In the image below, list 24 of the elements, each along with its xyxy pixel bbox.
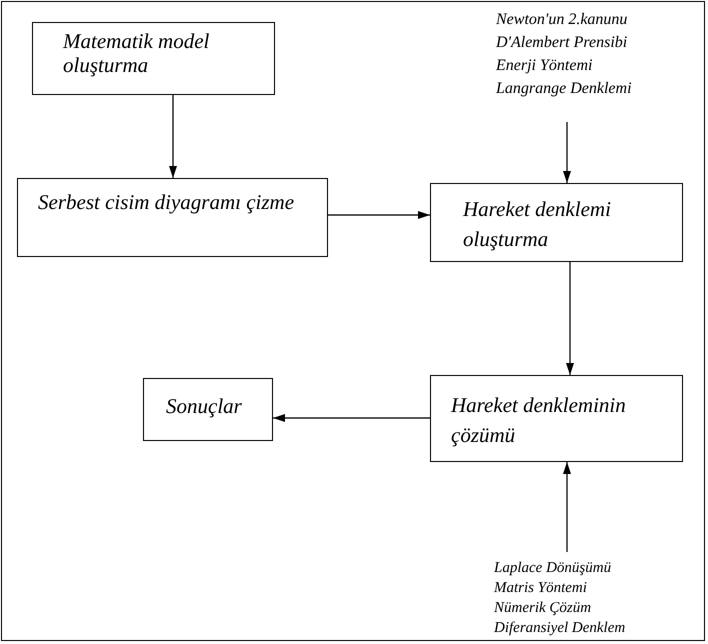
arrow bbox=[328, 211, 430, 219]
method-text: Langrange Denklemi bbox=[496, 79, 633, 99]
method-text: Diferansiyel Denklem bbox=[494, 619, 626, 638]
box-label: Serbest cisim diyagramı çizme bbox=[38, 189, 296, 216]
box-label: Sonuçlar bbox=[166, 393, 243, 420]
process-box bbox=[17, 178, 328, 257]
arrow bbox=[563, 462, 571, 552]
method-text: D'Alembert Prensibi bbox=[496, 33, 628, 53]
arrow bbox=[169, 95, 177, 178]
box-label: Hareket denkleminin çözümü bbox=[451, 392, 627, 449]
process-box bbox=[430, 183, 683, 262]
box-label: Matematik model oluşturma bbox=[63, 29, 210, 77]
box-label: Hareket denklemi oluşturma bbox=[463, 196, 612, 253]
method-text: Nümerik Çözüm bbox=[494, 599, 592, 618]
method-text: Laplace Dönüşümü bbox=[494, 559, 612, 578]
process-box bbox=[143, 378, 273, 441]
process-box bbox=[32, 22, 275, 95]
method-text: Enerji Yöntemi bbox=[496, 56, 594, 76]
method-text: Matris Yöntemi bbox=[494, 579, 588, 598]
arrow bbox=[563, 122, 571, 183]
method-text: Newton'un 2.kanunu bbox=[496, 10, 628, 30]
arrow bbox=[273, 414, 430, 422]
arrow bbox=[566, 262, 574, 375]
process-box bbox=[430, 375, 683, 462]
